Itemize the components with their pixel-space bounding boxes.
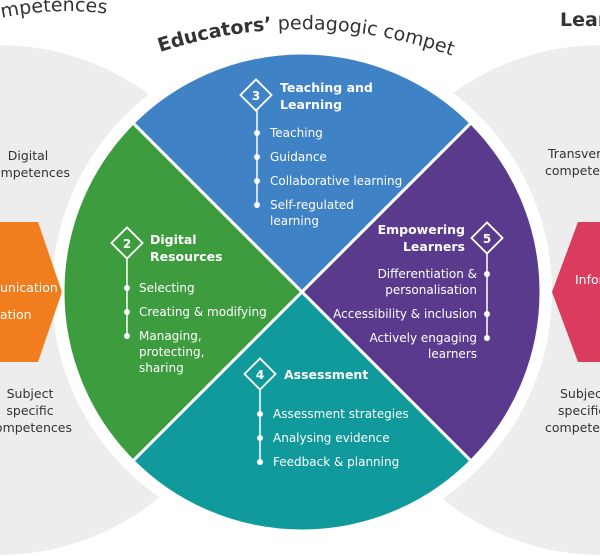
empowering-title-line1: Empowering — [378, 222, 465, 237]
left-orange-arrow — [0, 222, 62, 362]
empowering-bullet — [484, 311, 490, 317]
digital-resources-quadrant — [61, 120, 305, 464]
resources-number-diamond — [110, 226, 144, 260]
empowering-item: Accessibility & inclusion — [333, 307, 477, 321]
empowering-item: Differentiation & — [378, 267, 477, 281]
teaching-learning-quadrant — [130, 51, 474, 295]
teaching-bullet — [254, 178, 260, 184]
teaching-number-diamond — [239, 78, 273, 112]
left-panel: Digital competences Subject specific com… — [0, 148, 72, 435]
assessment-quadrant — [130, 289, 474, 533]
resources-item: Managing, — [139, 329, 202, 343]
assessment-number: 4 — [256, 368, 264, 382]
teaching-number: 3 — [252, 89, 260, 103]
teaching-bullet — [254, 130, 260, 136]
assessment-bullet — [257, 411, 263, 417]
resources-title-line2: Resources — [150, 249, 223, 264]
right-red-label: Infor — [575, 272, 600, 287]
empowering-block: 5 Empowering Learners Differentiation & … — [333, 221, 504, 361]
empowering-learners-quadrant — [299, 120, 543, 464]
right-subject-line2: specific — [558, 403, 600, 418]
teaching-item: Guidance — [270, 150, 327, 164]
right-arc-title: Lear — [560, 9, 600, 31]
empowering-item: personalisation — [385, 283, 477, 297]
resources-item: Creating & modifying — [139, 305, 267, 319]
resources-item: Selecting — [139, 281, 195, 295]
empowering-number-diamond — [470, 221, 504, 255]
assessment-item: Assessment strategies — [273, 407, 409, 421]
teaching-item: Teaching — [269, 126, 323, 140]
resources-number: 2 — [123, 237, 131, 251]
empowering-item: learners — [428, 347, 477, 361]
assessment-item: Feedback & planning — [273, 455, 399, 469]
resources-title-line1: Digital — [150, 232, 197, 247]
resources-bullet — [124, 285, 130, 291]
resources-bullet — [124, 333, 130, 339]
empowering-item: Actively engaging — [369, 331, 477, 345]
assessment-bullet — [257, 435, 263, 441]
left-digital-line1: Digital — [8, 148, 49, 163]
right-subject-line1: Subjec — [560, 386, 600, 401]
left-digital-line2: competences — [0, 165, 70, 180]
left-subject-line1: Subject — [7, 386, 54, 401]
teaching-bullet — [254, 154, 260, 160]
resources-item: protecting, — [139, 345, 204, 359]
teaching-item: learning — [270, 214, 319, 228]
teaching-title-line1: Teaching and — [280, 80, 373, 95]
right-transversal-line1: Transvers — [547, 146, 600, 161]
teaching-block: 3 Teaching and Learning Teaching Guidanc… — [239, 78, 402, 228]
empowering-title-line2: Learners — [403, 239, 465, 254]
left-arc-title: al competences — [0, 0, 109, 34]
assessment-block: 4 Assessment Assessment strategies Analy… — [243, 357, 409, 469]
assessment-item: Analysing evidence — [273, 431, 390, 445]
resources-block: 2 Digital Resources Selecting Creating &… — [110, 226, 267, 375]
empowering-bullet — [484, 271, 490, 277]
assessment-bullet — [257, 459, 263, 465]
right-subject-line3: competen — [545, 420, 600, 435]
teaching-item: Collaborative learning — [270, 174, 402, 188]
left-orange-line2: ation — [0, 307, 32, 322]
empowering-bullet — [484, 335, 490, 341]
resources-item: sharing — [139, 361, 184, 375]
right-red-arrow — [552, 222, 600, 362]
resources-bullet — [124, 309, 130, 315]
right-transversal-line2: competen — [545, 163, 600, 178]
teaching-item: Self-regulated — [270, 198, 354, 212]
teaching-title-line2: Learning — [280, 97, 342, 112]
teaching-bullet — [254, 202, 260, 208]
assessment-title: Assessment — [284, 367, 368, 382]
empowering-number: 5 — [483, 232, 491, 246]
left-subject-line2: specific — [6, 403, 53, 418]
left-orange-line1: unication — [0, 280, 58, 295]
right-panel: Transvers competen Subjec specific compe… — [545, 146, 600, 435]
left-subject-line3: competences — [0, 420, 72, 435]
assessment-number-diamond — [243, 357, 277, 391]
